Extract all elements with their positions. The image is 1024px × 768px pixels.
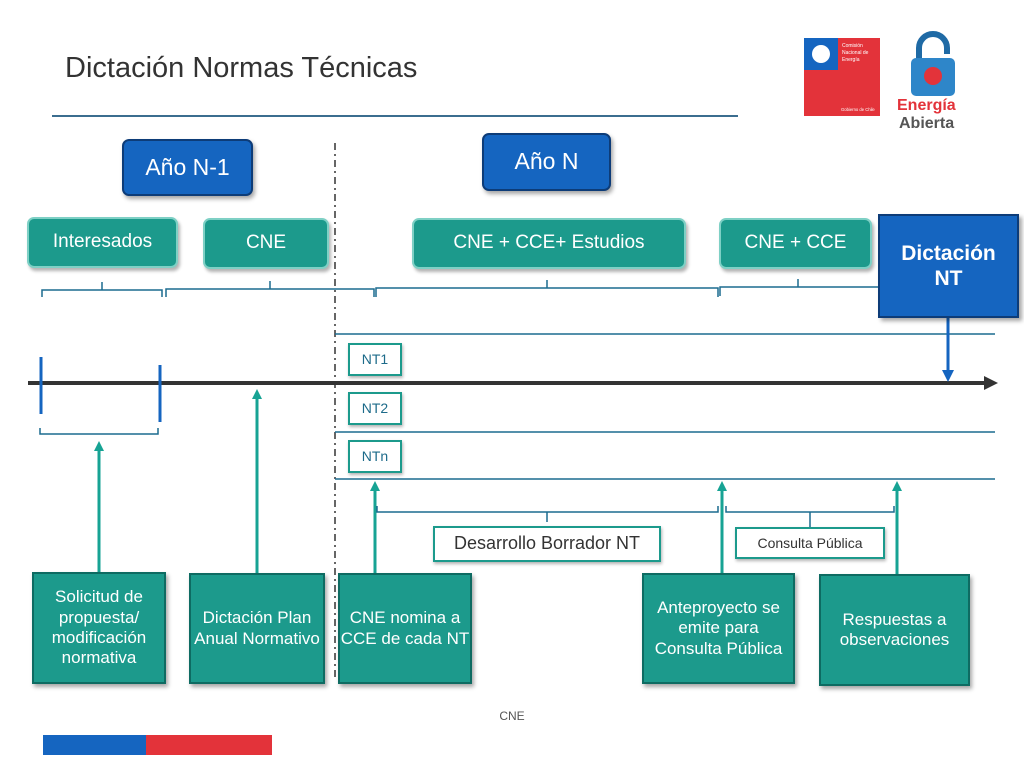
- step-cne-nomina: CNE nomina a CCE de cada NT: [338, 573, 472, 684]
- dictacion-line2: NT: [934, 267, 963, 290]
- energia-abierta-logo: Energía Abierta: [897, 31, 956, 132]
- step-plan-anual: Dictación Plan Anual Normativo: [189, 573, 325, 684]
- title-underline: [52, 115, 738, 117]
- logo-brand-line1: Energía: [897, 97, 956, 114]
- actor-cne: CNE: [203, 218, 329, 269]
- year-previous-box: Año N-1: [122, 139, 253, 196]
- logo-text-line1: Comisión: [842, 43, 863, 49]
- year-current-box: Año N: [482, 133, 611, 191]
- logo-text-line2: Nacional de: [842, 50, 869, 56]
- actor-cne-cce: CNE + CCE: [719, 218, 872, 269]
- phase-borrador: Desarrollo Borrador NT: [433, 526, 661, 562]
- footer-bar-blue: [43, 735, 146, 755]
- brace-interesados: [41, 282, 163, 297]
- slide-footer: CNE: [499, 709, 525, 723]
- logo-text-line3: Energía: [842, 57, 860, 63]
- ntn-label: NTn: [348, 440, 402, 473]
- step-solicitud: Solicitud de propuesta/ modificación nor…: [32, 572, 166, 684]
- actor-cne-cce-estudios: CNE + CCE+ Estudios: [412, 218, 686, 269]
- nt1-label: NT1: [348, 343, 402, 376]
- logo-text-government: Gobierno de Chile: [841, 107, 875, 112]
- phase-consulta-publica: Consulta Pública: [735, 527, 885, 559]
- dictacion-nt-box: Dictación NT: [878, 214, 1019, 318]
- step-anteproyecto: Anteproyecto se emite para Consulta Públ…: [642, 573, 795, 684]
- brace-cne-cce-estudios: [375, 280, 719, 297]
- brace-consulta: [725, 506, 895, 527]
- interval-bracket: [39, 428, 159, 435]
- step-respuestas: Respuestas a observaciones: [819, 574, 970, 686]
- footer-bar-red: [146, 735, 272, 755]
- actor-interesados: Interesados: [27, 217, 178, 268]
- brace-cne: [165, 281, 375, 297]
- brace-borrador: [376, 506, 719, 522]
- nt2-label: NT2: [348, 392, 402, 425]
- logo-brand-line2: Abierta: [899, 115, 954, 132]
- dictacion-line1: Dictación: [901, 241, 996, 265]
- slide-title: Dictación Normas Técnicas: [65, 52, 418, 84]
- cne-government-logo: Comisión Nacional de Energía Gobierno de…: [804, 38, 880, 116]
- brace-cne-cce: [719, 279, 878, 296]
